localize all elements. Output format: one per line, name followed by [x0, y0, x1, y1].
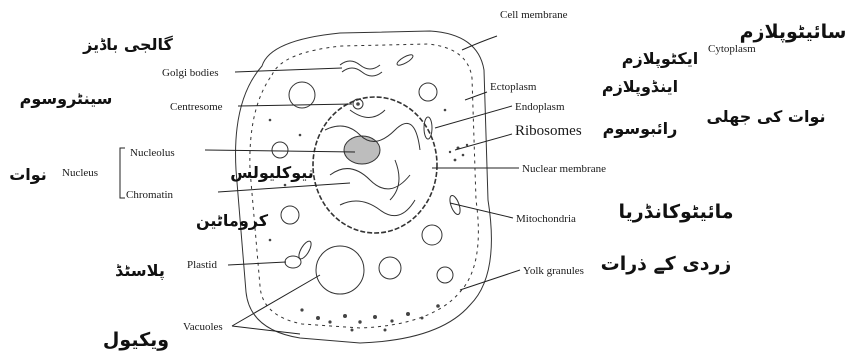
label-nucleolus: Nucleolus — [130, 147, 175, 159]
vacuole-large — [316, 246, 364, 294]
nucleus-bracket — [120, 148, 125, 198]
vacuole — [281, 206, 299, 224]
label-ribosomes: Ribosomes — [515, 123, 582, 139]
yolk-granules — [300, 304, 439, 331]
label-mitochondria: Mitochondria — [516, 213, 576, 225]
urdu-plastid: پلاسٹڈ — [115, 261, 165, 281]
urdu-ectoplasm: ایکٹوپلازم — [622, 49, 698, 69]
label-yolk-granules: Yolk granules — [523, 265, 584, 277]
urdu-mitochondria: مائیٹوکانڈریا — [619, 201, 734, 223]
urdu-vacuoles: ویکیول — [103, 329, 169, 351]
label-centresome: Centresome — [170, 101, 223, 113]
urdu-nucleolus: نیوکلیولس — [230, 163, 314, 182]
urdu-yolk-granules: زردی کے ذرات — [601, 253, 732, 275]
mitochondrion — [424, 117, 432, 139]
vacuole — [437, 267, 453, 283]
vacuole — [422, 225, 442, 245]
cell-body — [236, 31, 492, 343]
vacuole — [289, 82, 315, 108]
mitochondrion — [396, 53, 415, 67]
urdu-golgi-bodies: گالجی باڈیز — [82, 35, 173, 54]
urdu-nucleus: نوات — [9, 165, 47, 184]
label-plastid: Plastid — [187, 259, 217, 271]
ectoplasm-layer — [250, 44, 479, 328]
chromatin-network — [325, 110, 420, 216]
urdu-nuclear-membrane: نوات کی جھلی — [706, 107, 825, 126]
label-endoplasm: Endoplasm — [515, 101, 565, 113]
golgi-body — [340, 61, 382, 76]
label-golgi-bodies: Golgi bodies — [162, 67, 219, 79]
urdu-endoplasm: اینڈوپلازم — [602, 77, 678, 97]
label-cytoplasm: Cytoplasm — [708, 43, 756, 55]
plastid — [285, 256, 301, 268]
label-cell-membrane: Cell membrane — [500, 9, 568, 21]
vacuole — [272, 142, 288, 158]
urdu-chromatin: کروماٹین — [196, 211, 269, 230]
label-vacuoles: Vacuoles — [183, 321, 223, 333]
leader-lines — [205, 36, 520, 334]
urdu-cytoplasm: سائیٹوپلازم — [740, 21, 847, 43]
label-chromatin: Chromatin — [126, 189, 174, 201]
label-ectoplasm: Ectoplasm — [490, 81, 537, 93]
urdu-ribosomes: رائبوسوم — [603, 119, 678, 138]
nucleolus — [344, 136, 380, 164]
vacuole — [379, 257, 401, 279]
centrosome-dot — [356, 102, 360, 106]
nucleus-membrane — [313, 97, 437, 233]
cell-membrane-outline — [236, 31, 492, 343]
vacuole — [419, 83, 437, 101]
label-nucleus: Nucleus — [62, 167, 98, 179]
urdu-centresome: سینٹروسوم — [20, 89, 113, 108]
label-nuclear-membrane: Nuclear membrane — [522, 163, 606, 175]
